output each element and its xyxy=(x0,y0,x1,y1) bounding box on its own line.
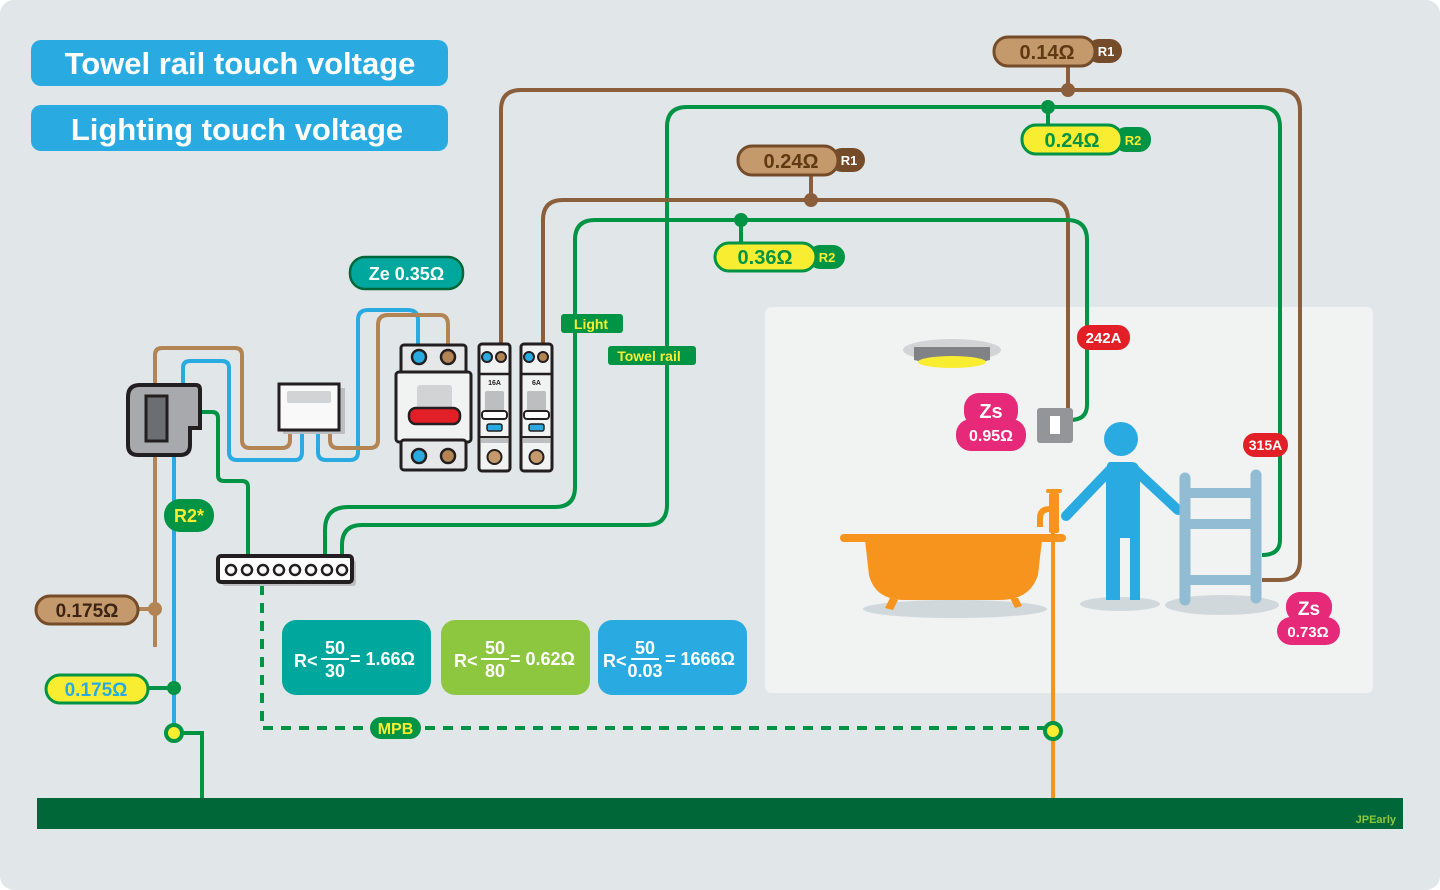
formula-box: R< 50 0.03= 1666Ω xyxy=(598,620,747,695)
zs-label: Zs xyxy=(1298,599,1320,620)
r1-badge: R1 xyxy=(1098,44,1115,59)
formula-denominator: 0.03 xyxy=(627,661,662,681)
main-protective-bonding xyxy=(260,585,1053,730)
formula-result: = 1.66Ω xyxy=(350,649,415,669)
svg-text:Towel rail: Towel rail xyxy=(617,348,681,364)
r2-value: 0.24Ω xyxy=(1045,130,1100,152)
zs-lighting-badge: Zs 0.95Ω xyxy=(956,393,1026,451)
towel-rail-icon xyxy=(1165,469,1279,615)
light-fault-current-badge: 242A xyxy=(1077,325,1130,350)
bonding-clamp-node xyxy=(1043,721,1063,741)
svg-text:315A: 315A xyxy=(1249,437,1282,453)
meter-tail-neutral-in xyxy=(181,359,304,462)
svg-text:0.175Ω: 0.175Ω xyxy=(56,601,119,622)
towel-rail-r2-tag: R2 0.24Ω xyxy=(1020,100,1151,156)
mpb-label: MPB xyxy=(370,717,421,739)
mcb-16a-rating: 16A xyxy=(488,380,501,387)
r2-badge: R2 xyxy=(819,250,836,265)
light-switch-icon xyxy=(1037,408,1073,443)
towel-rail-touch-voltage-label: Towel rail touch voltage xyxy=(65,46,416,81)
svg-text:0.175Ω: 0.175Ω xyxy=(65,680,128,701)
towel-rail-circuit-label: Towel rail xyxy=(608,346,696,365)
general-mass-of-earth xyxy=(37,798,1403,829)
formula-box: R< 50 30= 1.66Ω xyxy=(282,620,431,695)
towel-rail-r1-tag: R1 0.14Ω xyxy=(992,35,1122,97)
svg-text:242A: 242A xyxy=(1086,330,1122,347)
lighting-r1-tag: R1 0.24Ω xyxy=(736,144,865,207)
zs-value: 0.73Ω xyxy=(1287,624,1328,641)
meter-tail-line-out xyxy=(328,313,450,450)
light-circuit-label: Light xyxy=(561,314,623,333)
earth-terminal-bar-icon xyxy=(216,554,356,586)
supply-r1-tag: 0.175Ω xyxy=(34,594,162,626)
towel-rail-touch-voltage-button[interactable]: Towel rail touch voltage xyxy=(31,40,448,86)
lighting-touch-voltage-label: Lighting touch voltage xyxy=(71,112,403,147)
meter-tail-line-in xyxy=(153,346,292,450)
formula-result: = 0.62Ω xyxy=(510,649,575,669)
formula-denominator: 30 xyxy=(325,661,345,681)
formula-denominator: 80 xyxy=(485,661,505,681)
towel-rail-fault-current-badge: 315A xyxy=(1243,433,1288,457)
mcb-6a-icon: 6A xyxy=(519,342,554,473)
formula-numerator: 50 xyxy=(325,638,345,658)
formula-boxes: R< 50 30= 1.66Ω R< 50 80= 0.62Ω R< 50 0.03= 1666… xyxy=(282,620,747,695)
zs-label: Zs xyxy=(979,401,1002,423)
formula-numerator: 50 xyxy=(485,638,505,658)
ceiling-light-icon xyxy=(903,339,1001,368)
formula-prefix: R< xyxy=(454,651,478,671)
meter-tail-neutral-out xyxy=(316,308,420,462)
svg-text:Light: Light xyxy=(574,316,609,332)
svg-text:MPB: MPB xyxy=(378,721,414,738)
formula-result: = 1666Ω xyxy=(665,649,735,669)
person-icon xyxy=(1061,422,1183,611)
zs-towel-rail-badge: Zs 0.73Ω xyxy=(1277,592,1340,645)
mcb-6a-rating: 6A xyxy=(532,380,541,387)
zs-value: 0.95Ω xyxy=(969,428,1013,445)
supply-r2-tag: 0.175Ω xyxy=(44,673,181,705)
main-earthing-conductor xyxy=(200,410,250,555)
lighting-r2-tag: R2 0.36Ω xyxy=(713,213,845,273)
lighting-cpc xyxy=(323,218,1089,555)
r1-value: 0.14Ω xyxy=(1020,42,1075,64)
r2-value: 0.36Ω xyxy=(738,247,793,269)
r2-star-label: R2* xyxy=(164,499,214,532)
r1-value: 0.24Ω xyxy=(764,151,819,173)
towel-rail-line-conductor xyxy=(499,88,1302,582)
formula-prefix: R< xyxy=(294,651,318,671)
mcb-16a-icon: 16A xyxy=(477,342,512,473)
towel-rail-cpc xyxy=(340,105,1282,557)
bathtub-icon xyxy=(840,489,1066,618)
electricity-meter-icon xyxy=(277,382,345,434)
service-cutout-icon xyxy=(126,383,202,457)
main-switch-icon xyxy=(394,343,473,472)
svg-text:R2*: R2* xyxy=(174,506,204,526)
lighting-touch-voltage-button[interactable]: Lighting touch voltage xyxy=(31,105,448,151)
r2-badge: R2 xyxy=(1125,133,1142,148)
credit-text: JPEarly xyxy=(1356,814,1397,826)
earth-junction-node xyxy=(164,723,184,743)
formula-prefix: R< xyxy=(603,651,627,671)
formula-box: R< 50 80= 0.62Ω xyxy=(441,620,590,695)
svg-text:Ze 0.35Ω: Ze 0.35Ω xyxy=(369,264,444,284)
formula-numerator: 50 xyxy=(635,638,655,658)
ze-label: Ze 0.35Ω xyxy=(348,255,465,291)
r1-badge: R1 xyxy=(841,153,858,168)
